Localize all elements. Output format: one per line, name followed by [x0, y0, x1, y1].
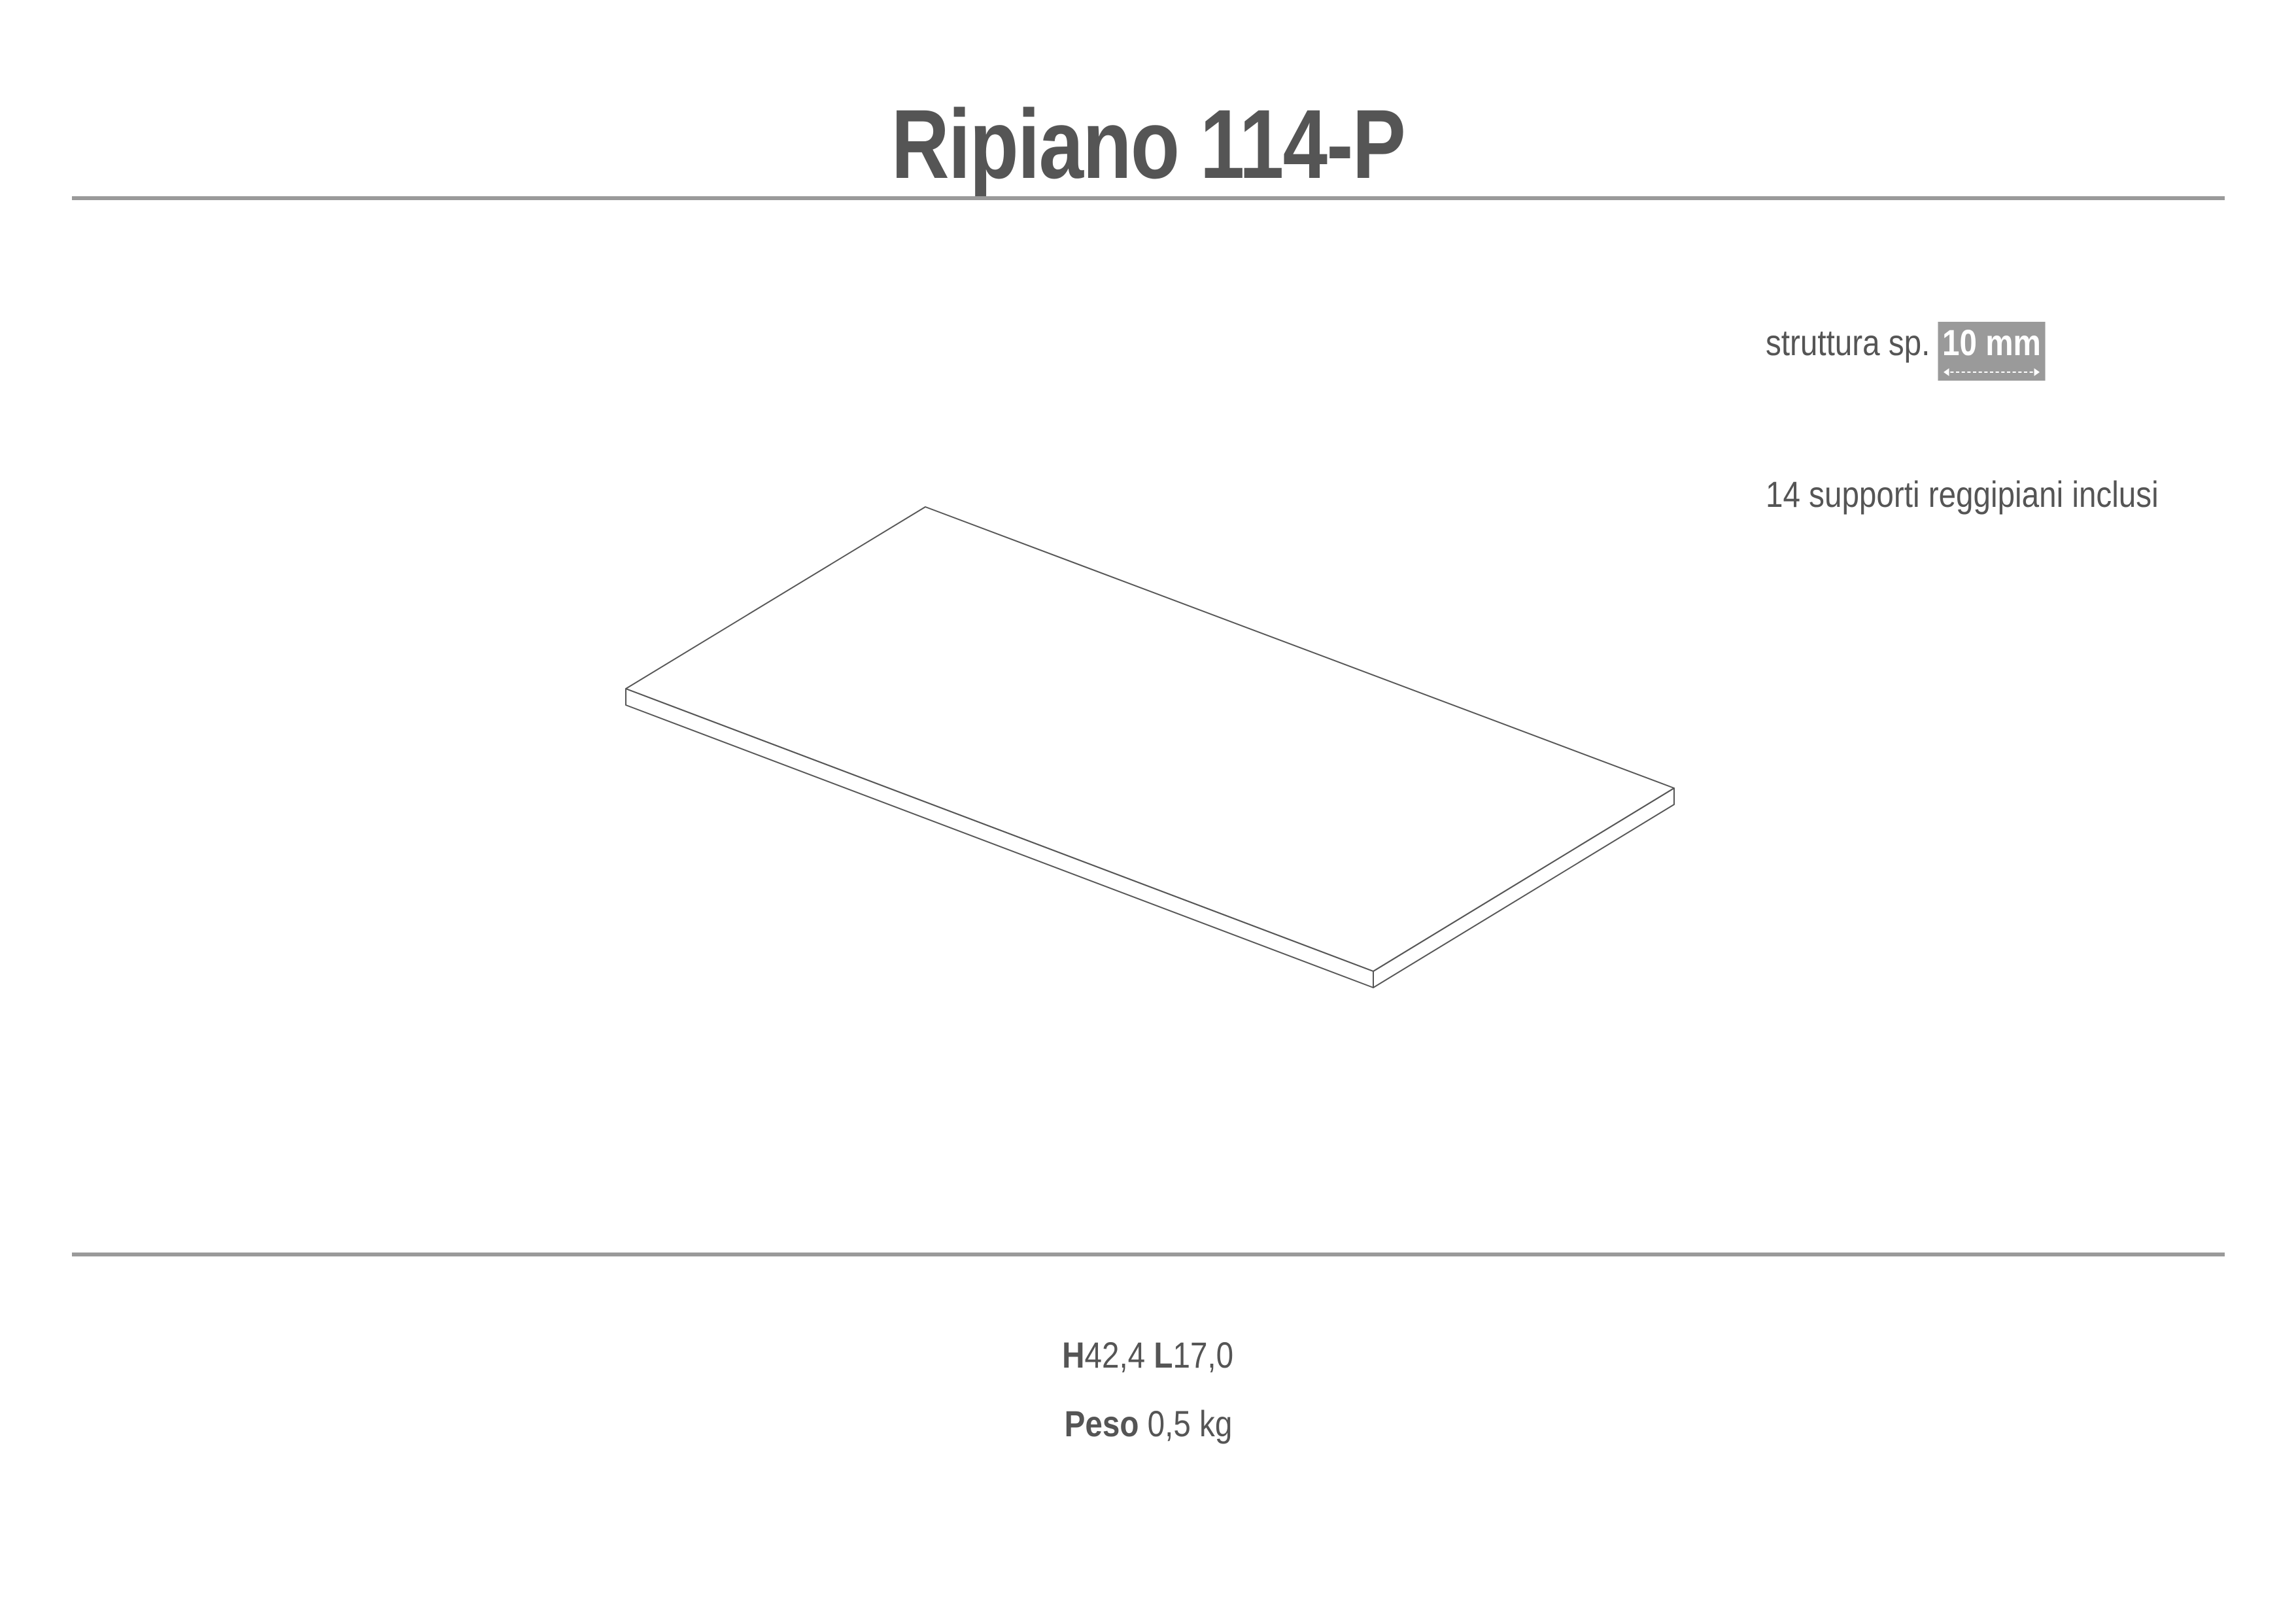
bottom-divider [72, 1253, 2225, 1256]
dimensions-line: H42,4 L17,0 [0, 1334, 2296, 1376]
thickness-spec: struttura sp. 10 mm [1766, 322, 2046, 381]
height-label: H [1062, 1334, 1085, 1375]
thickness-badge: 10 mm [1938, 322, 2046, 381]
height-value: 42,4 [1084, 1334, 1146, 1375]
weight-line: Peso 0,5 kg [0, 1403, 2296, 1445]
supports-spec: 14 supporti reggipiani inclusi [1766, 474, 2159, 515]
top-divider [72, 196, 2225, 200]
thickness-label: struttura sp. [1766, 322, 1930, 363]
shelf-top-face [625, 506, 1675, 972]
length-value: 17,0 [1173, 1334, 1234, 1375]
thickness-value: 10 mm [1942, 322, 2041, 363]
weight-value: 0,5 kg [1147, 1403, 1232, 1444]
double-arrow-icon [1943, 368, 2040, 376]
shelf-front-edge [625, 688, 1374, 988]
length-label: L [1154, 1334, 1173, 1375]
page-title: Ripiano 114-P [891, 89, 1406, 199]
weight-label: Peso [1064, 1403, 1139, 1444]
shelf-side-edge [1373, 787, 1675, 988]
